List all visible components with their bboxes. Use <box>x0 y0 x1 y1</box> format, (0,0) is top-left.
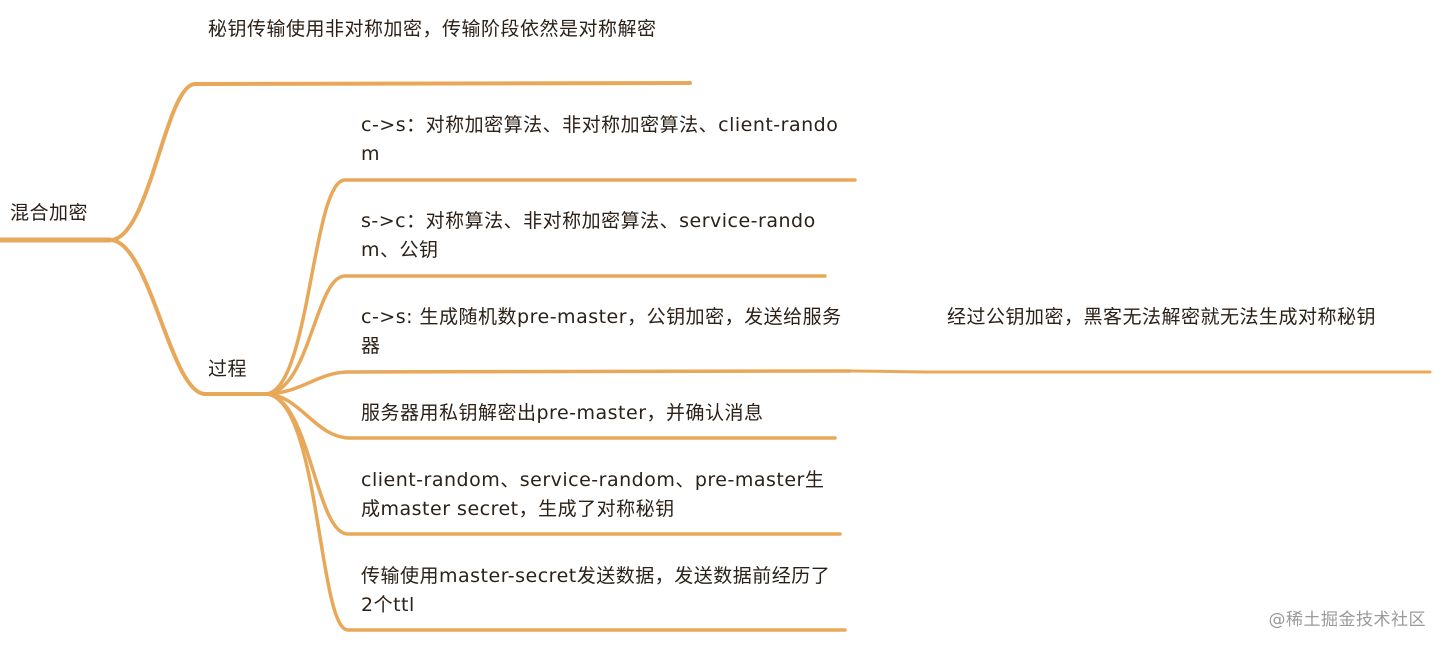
connector-process <box>108 238 267 396</box>
connector-step-2 <box>263 274 827 396</box>
connector-step-1 <box>263 178 857 396</box>
step3-note-node[interactable]: 经过公钥加密，黑客无法解密就无法生成对称秘钥 <box>947 306 1377 328</box>
process-node[interactable]: 过程 <box>208 358 248 380</box>
step-node-5[interactable]: client-random、service-random、pre-master生… <box>361 469 825 520</box>
step-node-1[interactable]: c->s：对称加密算法、非对称加密算法、client-random <box>361 114 839 165</box>
watermark-text: @稀土掘金技术社区 <box>1268 610 1426 630</box>
intro-node[interactable]: 秘钥传输使用非对称加密，传输阶段依然是对称解密 <box>208 18 657 40</box>
connector-step-3 <box>263 369 852 396</box>
step-node-2[interactable]: s->c：对称算法、非对称加密算法、service-random、公钥 <box>361 210 816 261</box>
step-node-6[interactable]: 传输使用master-secret发送数据，发送数据前经历了2个ttl <box>361 565 831 616</box>
connector-step-6 <box>263 392 847 632</box>
connector-intro <box>108 81 692 242</box>
connector-step3-note <box>848 369 1432 374</box>
root-node-hybrid-encryption[interactable]: 混合加密 <box>10 202 89 224</box>
step-node-4[interactable]: 服务器用私钥解密出pre-master，并确认消息 <box>361 402 764 424</box>
step-node-3[interactable]: c->s: 生成随机数pre-master，公钥加密，发送给服务器 <box>361 306 842 357</box>
